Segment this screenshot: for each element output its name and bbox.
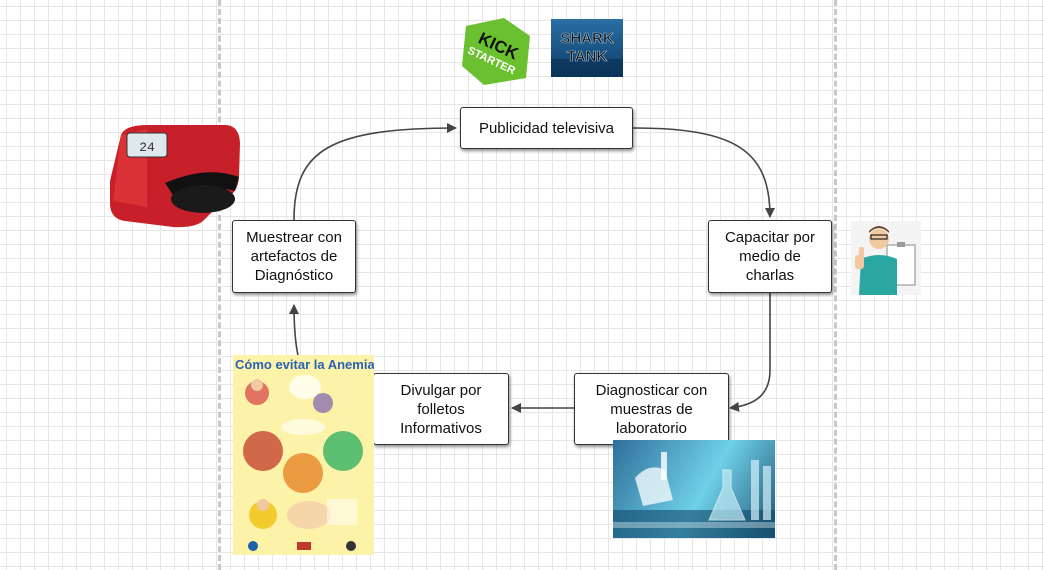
anemia-poster-image: Cómo evitar la Anemia bbox=[233, 355, 374, 555]
laboratory-image bbox=[613, 440, 775, 538]
page-divider-right bbox=[834, 0, 837, 570]
doctor-thumbs-up-image bbox=[851, 221, 921, 295]
node-diagnosticar[interactable]: Diagnosticar con muestras de laboratorio bbox=[574, 373, 729, 445]
node-publicidad-televisiva[interactable]: Publicidad televisiva bbox=[460, 107, 633, 149]
kickstarter-logo: KICK STARTER bbox=[460, 18, 532, 85]
node-divulgar[interactable]: Divulgar por folletos Informativos bbox=[373, 373, 509, 445]
connector-publicidad-to-capacitar bbox=[632, 127, 775, 218]
node-capacitar[interactable]: Capacitar por medio de charlas bbox=[708, 220, 832, 293]
anemia-poster-title: Cómo evitar la Anemia bbox=[235, 357, 374, 372]
shark-tank-logo-line1: SHARK bbox=[560, 30, 614, 47]
connector-muestrear-to-publicidad bbox=[293, 123, 457, 221]
page-divider-left bbox=[218, 0, 221, 570]
shark-tank-logo: SHARK TANK bbox=[551, 19, 623, 77]
diagnostic-device-image: 24 bbox=[107, 121, 242, 231]
connector-capacitar-to-diagnosticar bbox=[729, 293, 771, 412]
shark-tank-logo-line2: TANK bbox=[567, 48, 608, 65]
node-muestrear[interactable]: Muestrear con artefactos de Diagnóstico bbox=[232, 220, 356, 293]
device-display-value: 24 bbox=[139, 140, 155, 155]
